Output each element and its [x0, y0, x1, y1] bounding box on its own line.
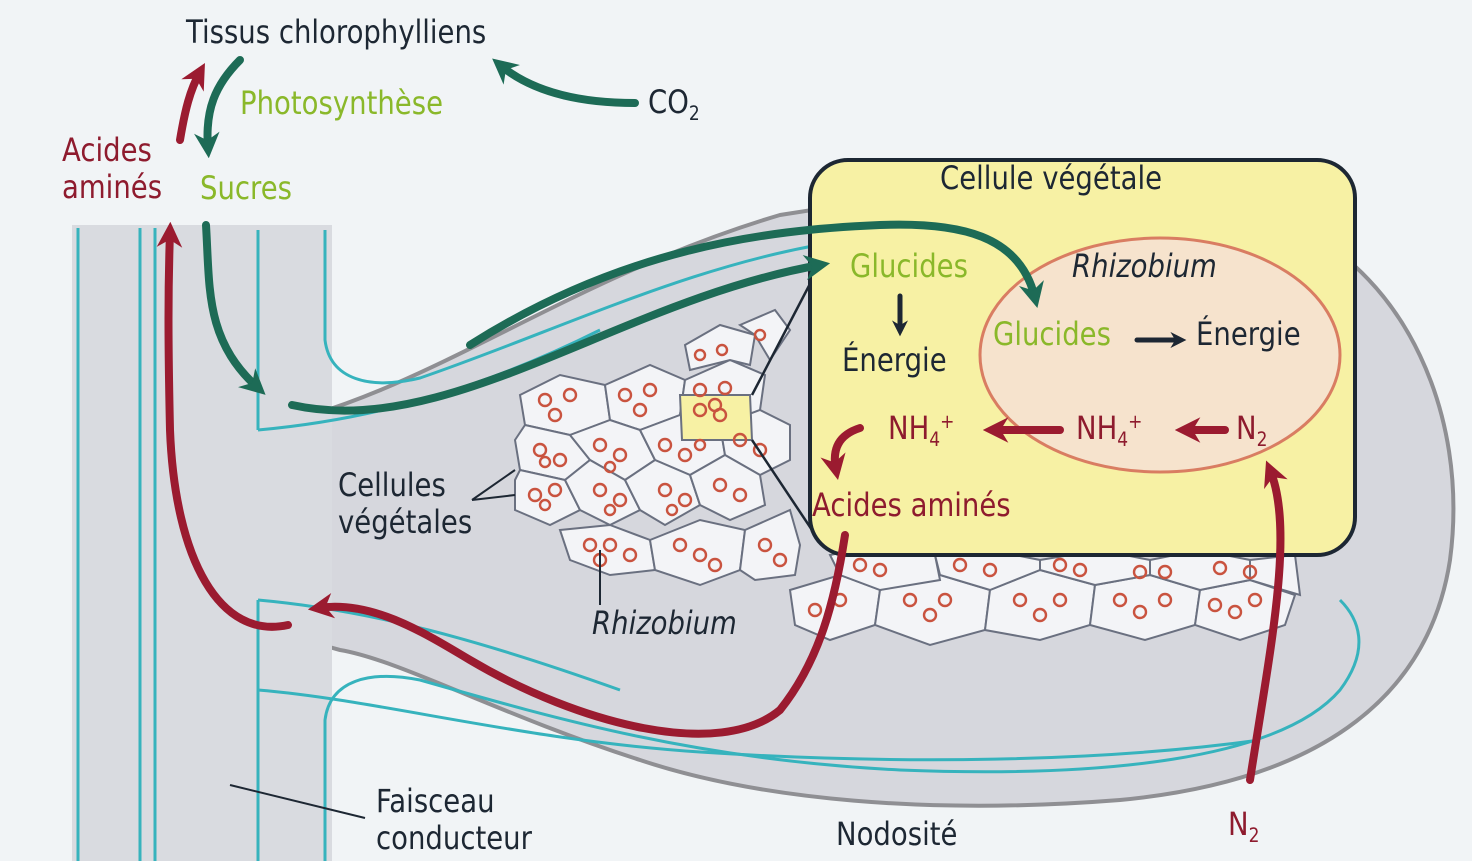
acides-amines-cell-label: Acides aminés — [812, 487, 1011, 524]
n2-inner-label: N2 — [1236, 410, 1267, 452]
photosynthesis-arrow — [207, 60, 240, 148]
nh4-rhizobium-label: NH4+ — [1076, 410, 1142, 452]
glucides-plant-label: Glucides — [850, 248, 968, 285]
n2-bottom-label: N2 — [1228, 806, 1259, 848]
energie-rhizobium-label: Énergie — [1196, 316, 1301, 353]
rhizobium-inner-label: Rhizobium — [1072, 248, 1217, 285]
tissus-chlorophylliens-label: Tissus chlorophylliens — [186, 14, 486, 51]
sucres-label: Sucres — [200, 170, 292, 207]
aa-to-tissues-arrow — [180, 72, 200, 140]
nodosite-label: Nodosité — [836, 816, 957, 853]
co2-arrow — [500, 65, 635, 103]
glucides-rhizobium-label: Glucides — [993, 316, 1111, 353]
nh4-plant-label: NH4+ — [888, 410, 954, 452]
energie-plant-label: Énergie — [842, 342, 947, 379]
rhizobium-outer-label: Rhizobium — [592, 605, 737, 642]
co2-label: CO2 — [648, 84, 700, 126]
cellule-vegetale-title: Cellule végétale — [940, 160, 1162, 197]
photosynthese-label: Photosynthèse — [240, 85, 443, 122]
